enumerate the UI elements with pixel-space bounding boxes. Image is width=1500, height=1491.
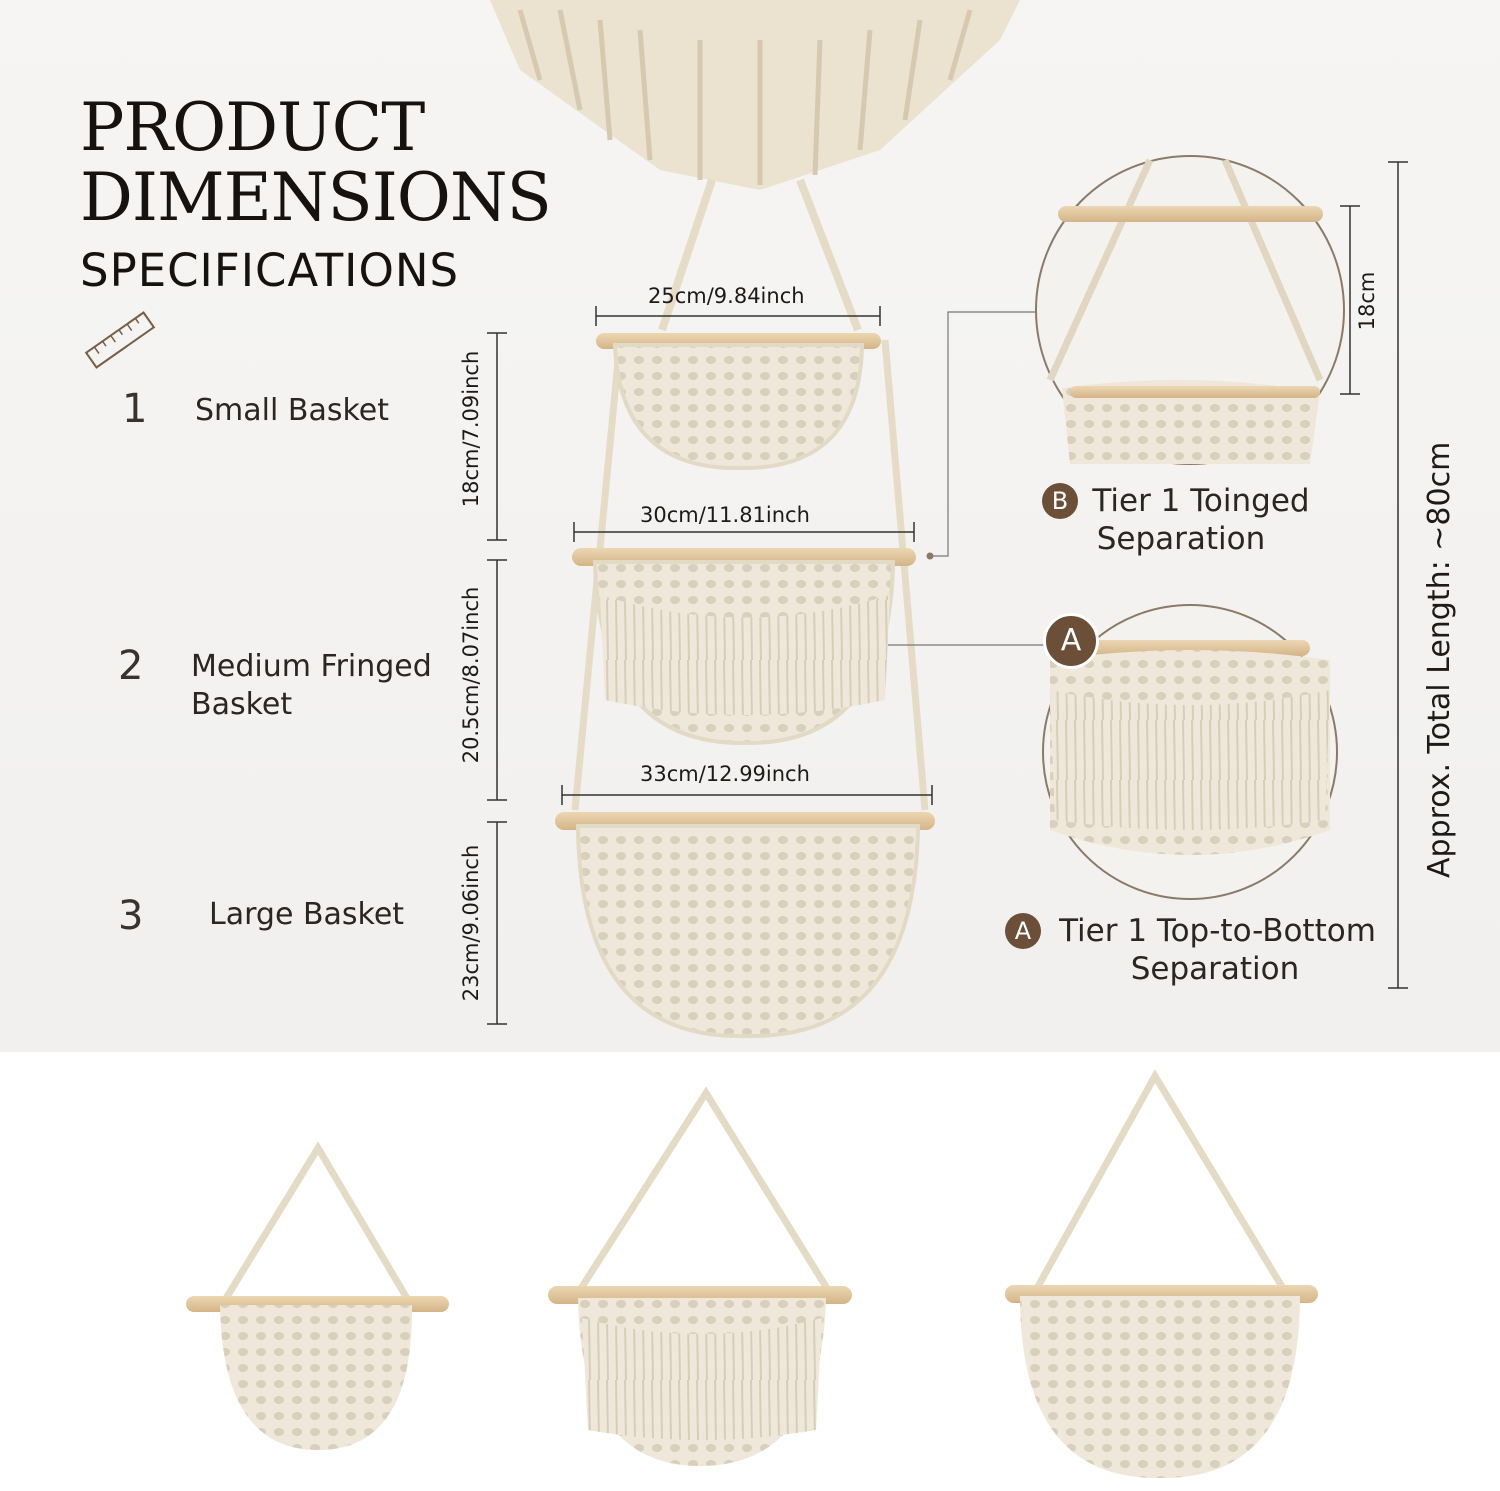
detail-b-circle	[1035, 155, 1360, 465]
detail-b-measure: 18cm	[1355, 271, 1379, 331]
total-length-line	[1388, 161, 1408, 989]
width-label-medium: 30cm/11.81inch	[640, 503, 810, 527]
item-2-label-line-1: Medium Fringed	[191, 649, 432, 684]
large-basket-image	[555, 812, 935, 1039]
detail-a-caption-line-1: Tier 1 Top-to-Bottom	[1059, 913, 1376, 949]
heading-line-2: DIMENSIONS	[80, 159, 552, 236]
bottom-small-basket	[186, 1141, 449, 1450]
detail-b-badge: B	[1042, 483, 1078, 519]
detail-a-badge: A	[1005, 913, 1041, 949]
medium-basket-image	[572, 548, 916, 746]
width-label-large: 33cm/12.99inch	[640, 762, 810, 786]
height-label-small: 18cm/7.09inch	[459, 350, 483, 508]
item-3-label: Large Basket	[209, 897, 405, 932]
small-basket-image	[596, 333, 881, 471]
item-3-number: 3	[118, 893, 144, 939]
detail-b-caption-line-2: Separation	[1096, 521, 1266, 557]
heading-line-3: SPECIFICATIONS	[80, 244, 460, 297]
height-label-medium: 20.5cm/8.07inch	[459, 586, 483, 764]
heading-line-1: PRODUCT	[80, 89, 425, 166]
item-2-number: 2	[118, 643, 144, 689]
detail-a-caption-line-2: Separation	[1130, 951, 1300, 987]
width-dimension-lines	[561, 306, 933, 805]
height-label-large: 23cm/9.06inch	[459, 844, 483, 1002]
bottom-medium-basket	[548, 1086, 852, 1466]
item-1-label: Small Basket	[195, 393, 389, 428]
bottom-large-basket	[1005, 1069, 1318, 1479]
macrame-hanger	[490, 0, 1020, 811]
detail-b-caption-line-1: Tier 1 Toinged	[1092, 483, 1310, 519]
detail-a-circle-badge: A	[1043, 613, 1099, 669]
width-label-small: 25cm/9.84inch	[648, 284, 805, 308]
callout-leaders	[888, 311, 1045, 646]
ruler-icon	[84, 311, 156, 369]
detail-a-circle	[1042, 604, 1338, 900]
total-length-label: Approx. Total Length: ~80cm	[1422, 441, 1457, 878]
height-dimension-lines	[487, 332, 507, 1025]
item-1-number: 1	[122, 386, 148, 432]
item-2-label-line-2: Basket	[191, 687, 293, 722]
